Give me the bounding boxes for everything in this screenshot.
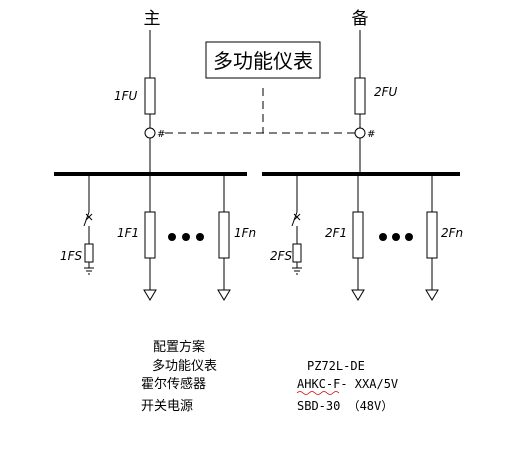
ellipsis-dot [168, 233, 176, 241]
ellipsis-dot [405, 233, 413, 241]
right-feeder-n [425, 176, 439, 301]
right-branch-1-label: 2F1 [325, 226, 347, 240]
left-ct-mark: # [157, 129, 165, 140]
config-row-model: PZ72L-DE [307, 359, 365, 373]
config-row-model: AHKC-F- XXA/5V [297, 377, 398, 391]
right-spd-label: 2FS [270, 249, 293, 263]
config-row-name: 霍尔传感器 [141, 376, 206, 392]
right-branch-n-label: 2Fn [441, 226, 463, 240]
main-source-title: 主 [144, 9, 161, 29]
right-fuse [354, 77, 366, 115]
ellipsis-dot [182, 233, 190, 241]
left-feeder-1 [143, 176, 157, 301]
meter-box [205, 41, 321, 79]
config-row-model: SBD-30 （48V） [297, 399, 393, 413]
config-row-name: 开关电源 [141, 399, 193, 414]
left-fuse-label: 1FU [114, 89, 138, 103]
right-feeder-1 [351, 176, 365, 301]
left-spd-label: 1FS [60, 249, 83, 263]
spellcheck-underline [296, 391, 340, 395]
ellipsis-dot [379, 233, 387, 241]
left-ct-icon [144, 127, 156, 139]
ellipsis-dot [392, 233, 400, 241]
config-row-name: 多功能仪表 [152, 358, 217, 374]
left-feeder-n [217, 176, 231, 301]
ellipsis-dot [196, 233, 204, 241]
left-branch-1-label: 1F1 [117, 226, 139, 240]
left-spd-branch [83, 176, 94, 275]
right-fuse-label: 2FU [374, 85, 398, 99]
meter-box-label: 多功能仪表 [213, 49, 313, 73]
left-branch-n-label: 1Fn [234, 226, 256, 240]
right-spd-branch [291, 176, 302, 275]
left-fuse [144, 77, 156, 115]
config-heading: 配置方案 [153, 339, 205, 355]
right-ct-mark: # [367, 129, 375, 140]
backup-source-title: 备 [352, 9, 369, 29]
right-ct-icon [354, 127, 366, 139]
